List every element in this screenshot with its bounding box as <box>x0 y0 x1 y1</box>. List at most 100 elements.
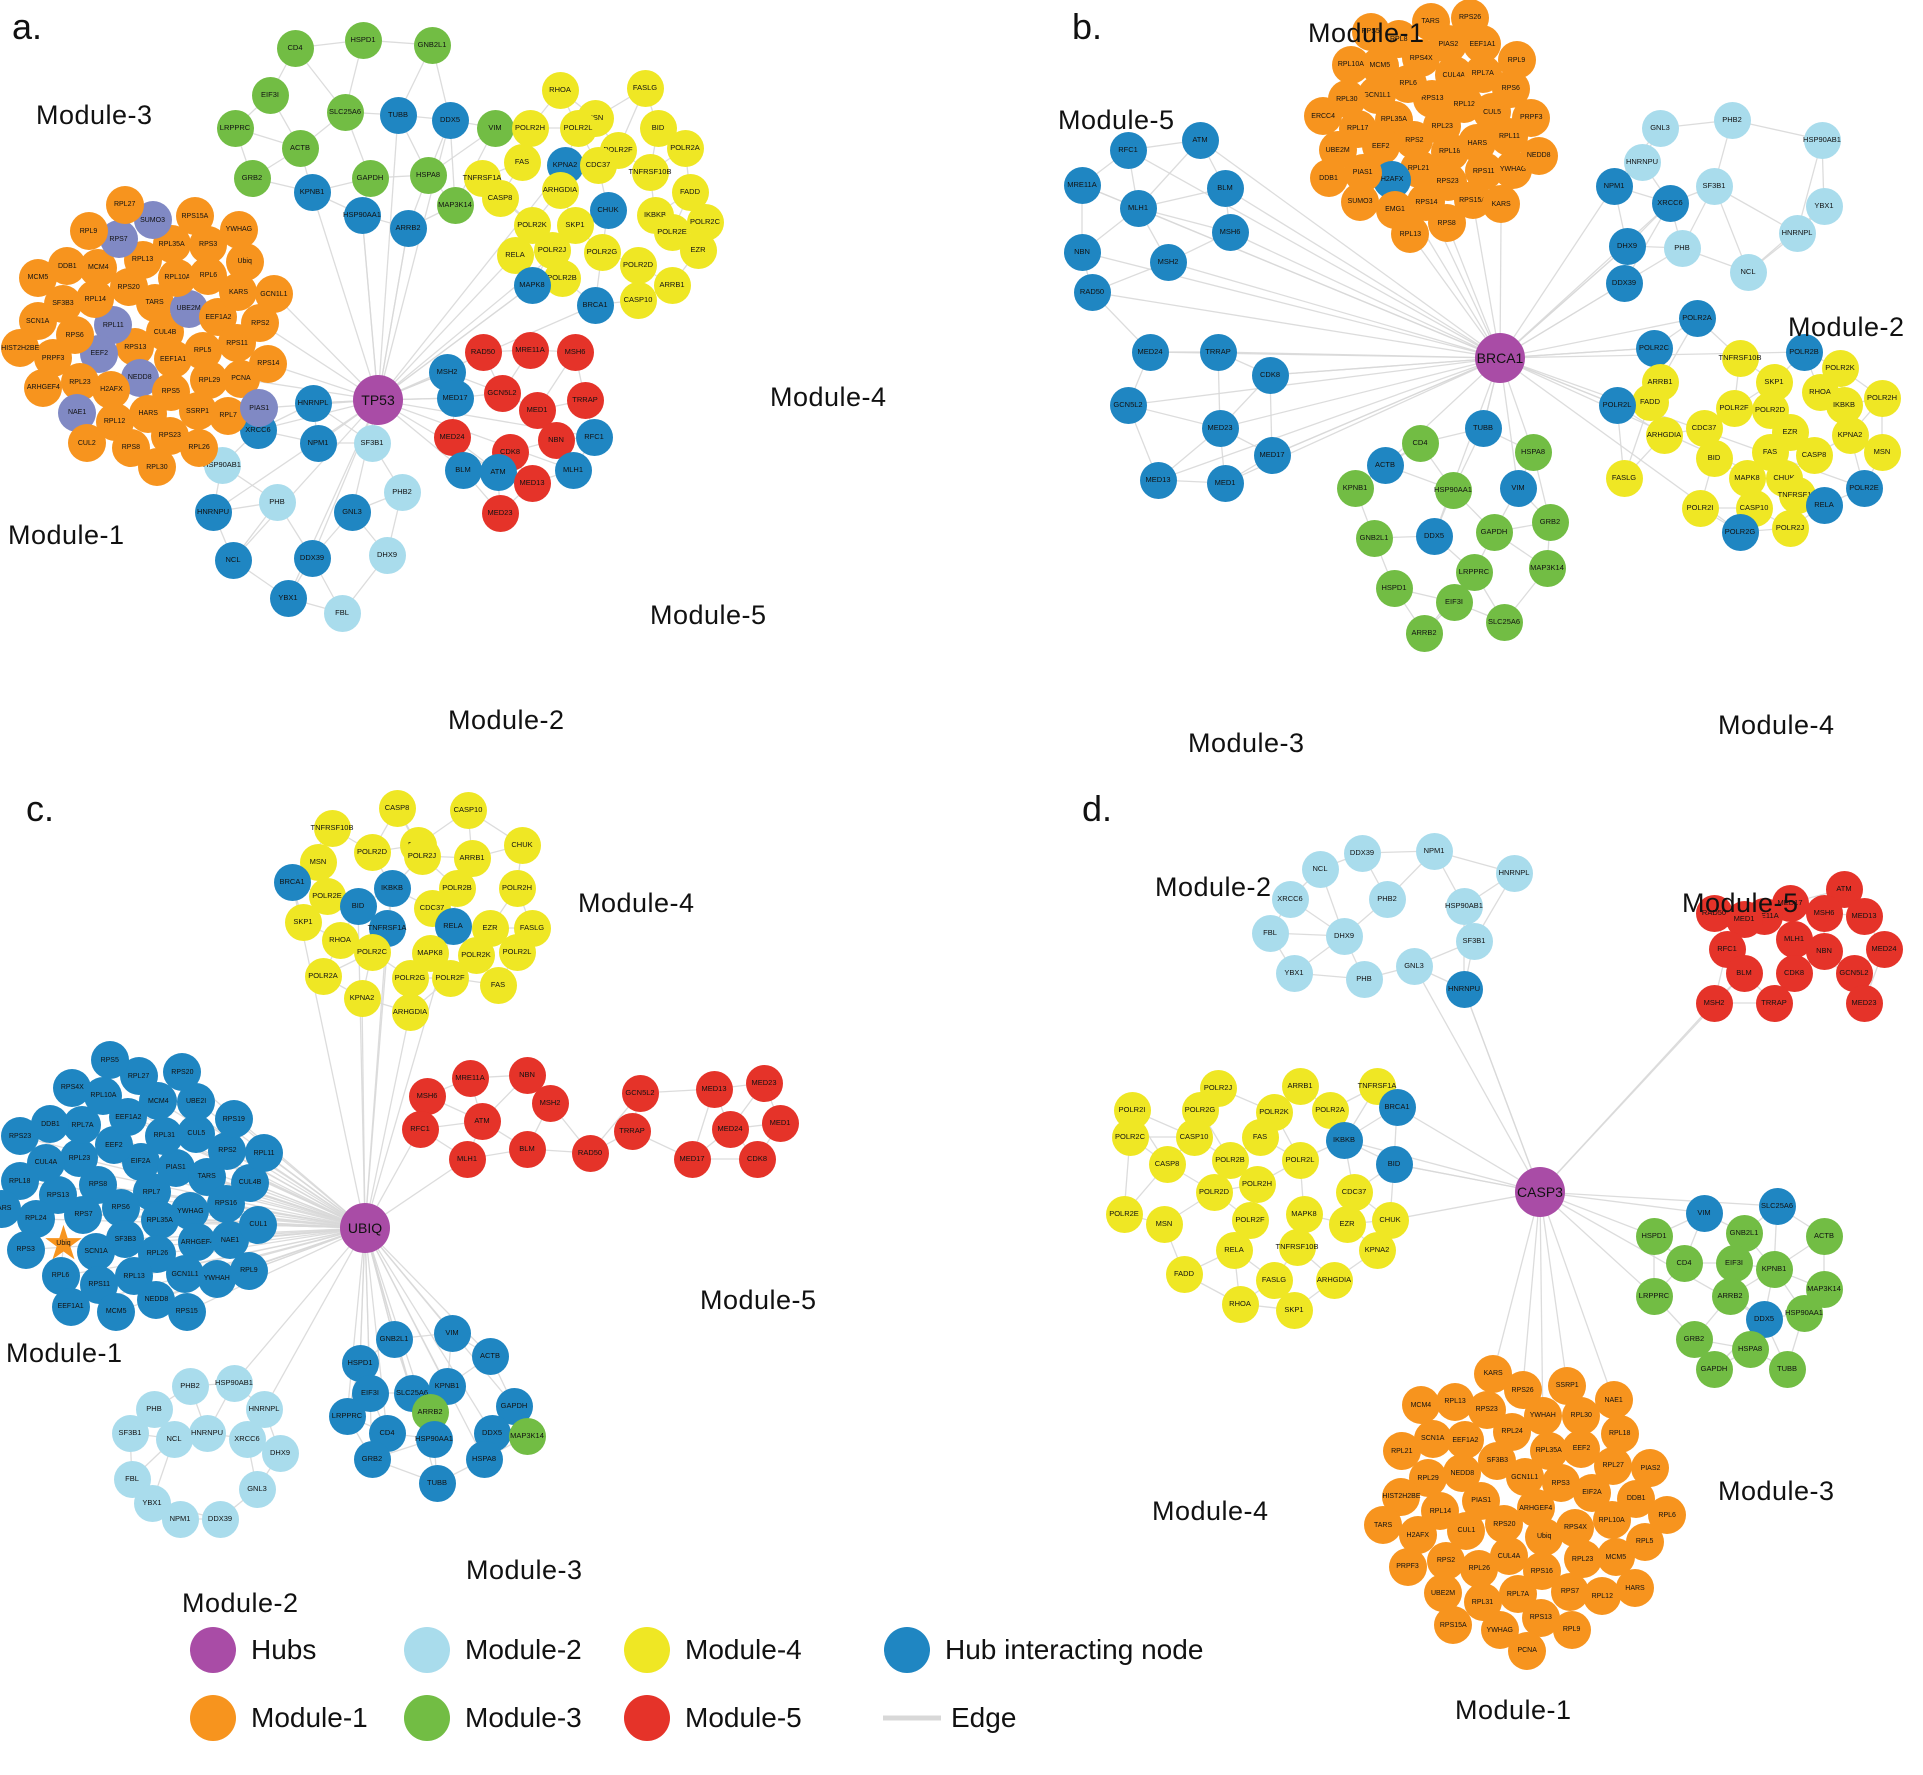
node-ercc4[interactable]: ERCC4 <box>1304 97 1343 136</box>
node-med13[interactable]: MED13 <box>1845 897 1883 935</box>
node-mlh1[interactable]: MLH1 <box>554 451 592 489</box>
node-rpl9[interactable]: RPL9 <box>229 1251 268 1290</box>
node-lrpprc[interactable]: LRPPRC <box>1635 1277 1673 1315</box>
node-tubb[interactable]: TUBB <box>1768 1350 1806 1388</box>
node-fas[interactable]: FAS <box>479 966 517 1004</box>
node-brca1[interactable]: BRCA1 <box>576 286 614 324</box>
hub-node-casp3[interactable]: CASP3 <box>1515 1167 1565 1217</box>
node-hnrnpu[interactable]: HNRNPU <box>1445 970 1483 1008</box>
node-phb[interactable]: PHB <box>258 483 296 521</box>
node-trrap[interactable]: TRRAP <box>566 381 604 419</box>
node-med24[interactable]: MED24 <box>433 418 471 456</box>
node-med1[interactable]: MED1 <box>1206 464 1244 502</box>
node-arhgdia[interactable]: ARHGDIA <box>1645 416 1683 454</box>
node-ncl[interactable]: NCL <box>1301 850 1339 888</box>
node-tubb[interactable]: TUBB <box>379 96 417 134</box>
node-polr2a[interactable]: POLR2A <box>666 129 704 167</box>
node-tnfrsf10b[interactable]: TNFRSF10B <box>629 153 671 191</box>
node-hnrnpu[interactable]: HNRNPU <box>188 1414 226 1452</box>
node-phb[interactable]: PHB <box>1663 229 1701 267</box>
node-pcna[interactable]: PCNA <box>1508 1631 1547 1670</box>
node-blm[interactable]: BLM <box>508 1130 546 1168</box>
node-rhoa[interactable]: RHOA <box>541 71 579 109</box>
node-ybx1[interactable]: YBX1 <box>269 579 307 617</box>
node-fas[interactable]: FAS <box>503 143 541 181</box>
node-nbn[interactable]: NBN <box>1805 932 1843 970</box>
node-polr2c[interactable]: POLR2C <box>1635 329 1673 367</box>
node-tnfrsf10b[interactable]: TNFRSF10B <box>311 809 353 847</box>
node-atm[interactable]: ATM <box>1181 121 1219 159</box>
node-hsp90ab1[interactable]: HSP90AB1 <box>215 1364 253 1402</box>
node-fbl[interactable]: FBL <box>1251 914 1289 952</box>
node-grb2[interactable]: GRB2 <box>1531 503 1569 541</box>
node-kars[interactable]: KARS <box>1474 1354 1513 1393</box>
node-kpnb1[interactable]: KPNB1 <box>293 173 331 211</box>
node-casp10[interactable]: CASP10 <box>619 281 657 319</box>
node-kpna2[interactable]: KPNA2 <box>1358 1231 1396 1269</box>
hub-node-tp53[interactable]: TP53 <box>353 375 403 425</box>
node-msh2[interactable]: MSH2 <box>1149 243 1187 281</box>
node-ddx39[interactable]: DDX39 <box>293 539 331 577</box>
node-trrap[interactable]: TRRAP <box>613 1112 651 1150</box>
node-med23[interactable]: MED23 <box>1845 984 1883 1022</box>
node-grb2[interactable]: GRB2 <box>233 159 271 197</box>
node-rpl26[interactable]: RPL26 <box>1460 1549 1499 1588</box>
node-dhx9[interactable]: DHX9 <box>1325 917 1363 955</box>
node-cdk8[interactable]: CDK8 <box>738 1140 776 1178</box>
node-grb2[interactable]: GRB2 <box>353 1440 391 1478</box>
node-med13[interactable]: MED13 <box>513 464 551 502</box>
node-rela[interactable]: RELA <box>1215 1231 1253 1269</box>
node-msh6[interactable]: MSH6 <box>408 1077 446 1115</box>
node-actb[interactable]: ACTB <box>1366 446 1404 484</box>
node-gapdh[interactable]: GAPDH <box>1475 513 1513 551</box>
node-fadd[interactable]: FADD <box>1165 1255 1203 1293</box>
node-actb[interactable]: ACTB <box>471 1337 509 1375</box>
node-ssrp1[interactable]: SSRP1 <box>1548 1366 1587 1405</box>
node-arrb2[interactable]: ARRB2 <box>1405 614 1443 652</box>
node-tubb[interactable]: TUBB <box>418 1464 456 1502</box>
node-polr2g[interactable]: POLR2G <box>391 959 429 997</box>
node-kpnb1[interactable]: KPNB1 <box>1336 469 1374 507</box>
node-rpl11[interactable]: RPL11 <box>245 1134 284 1173</box>
node-rps26[interactable]: RPS26 <box>1451 0 1490 37</box>
node-chuk[interactable]: CHUK <box>503 826 541 864</box>
node-bid[interactable]: BID <box>1695 439 1733 477</box>
node-blm[interactable]: BLM <box>1206 169 1244 207</box>
node-ddx5[interactable]: DDX5 <box>431 101 469 139</box>
node-med13[interactable]: MED13 <box>1139 461 1177 499</box>
node-npm1[interactable]: NPM1 <box>161 1500 199 1538</box>
node-gnb2l1[interactable]: GNB2L1 <box>375 1320 413 1358</box>
node-rps15a[interactable]: RPS15A <box>175 197 214 236</box>
node-polr2l[interactable]: POLR2L <box>559 109 597 147</box>
node-actb[interactable]: ACTB <box>1805 1217 1843 1255</box>
node-rpl26[interactable]: RPL26 <box>180 428 219 467</box>
node-gnl3[interactable]: GNL3 <box>333 493 371 531</box>
node-rfc1[interactable]: RFC1 <box>1109 131 1147 169</box>
node-hspa8[interactable]: HSPA8 <box>1731 1330 1769 1368</box>
node-phb[interactable]: PHB <box>1345 960 1383 998</box>
node-med17[interactable]: MED17 <box>1253 436 1291 474</box>
node-polr2c[interactable]: POLR2C <box>1111 1118 1149 1156</box>
node-mre11a[interactable]: MRE11A <box>511 331 549 369</box>
node-atm[interactable]: ATM <box>463 1102 501 1140</box>
node-ezr[interactable]: EZR <box>1328 1205 1366 1243</box>
node-map3k14[interactable]: MAP3K14 <box>1528 549 1566 587</box>
node-casp8[interactable]: CASP8 <box>1795 436 1833 474</box>
node-arrb2[interactable]: ARRB2 <box>389 209 427 247</box>
node-sf3b1[interactable]: SF3B1 <box>353 424 391 462</box>
node-blm[interactable]: BLM <box>444 451 482 489</box>
node-msh2[interactable]: MSH2 <box>531 1084 569 1122</box>
node-phb2[interactable]: PHB2 <box>1713 101 1751 139</box>
node-eef1a1[interactable]: EEF1A1 <box>51 1287 90 1326</box>
node-tnfrsf10b[interactable]: TNFRSF10B <box>1719 339 1761 377</box>
node-ddx39[interactable]: DDX39 <box>201 1500 239 1538</box>
node-ddx39[interactable]: DDX39 <box>1605 264 1643 302</box>
node-rpl27[interactable]: RPL27 <box>1594 1446 1633 1485</box>
node-tnfrsf10b[interactable]: TNFRSF10B <box>1276 1228 1318 1266</box>
node-rela[interactable]: RELA <box>1805 486 1843 524</box>
node-tubb[interactable]: TUBB <box>1464 409 1502 447</box>
node-rpl27[interactable]: RPL27 <box>105 185 144 224</box>
node-arhgdia[interactable]: ARHGDIA <box>541 171 579 209</box>
node-hsp90aa1[interactable]: HSP90AA1 <box>1785 1294 1823 1332</box>
node-rpl18[interactable]: RPL18 <box>1600 1414 1639 1453</box>
